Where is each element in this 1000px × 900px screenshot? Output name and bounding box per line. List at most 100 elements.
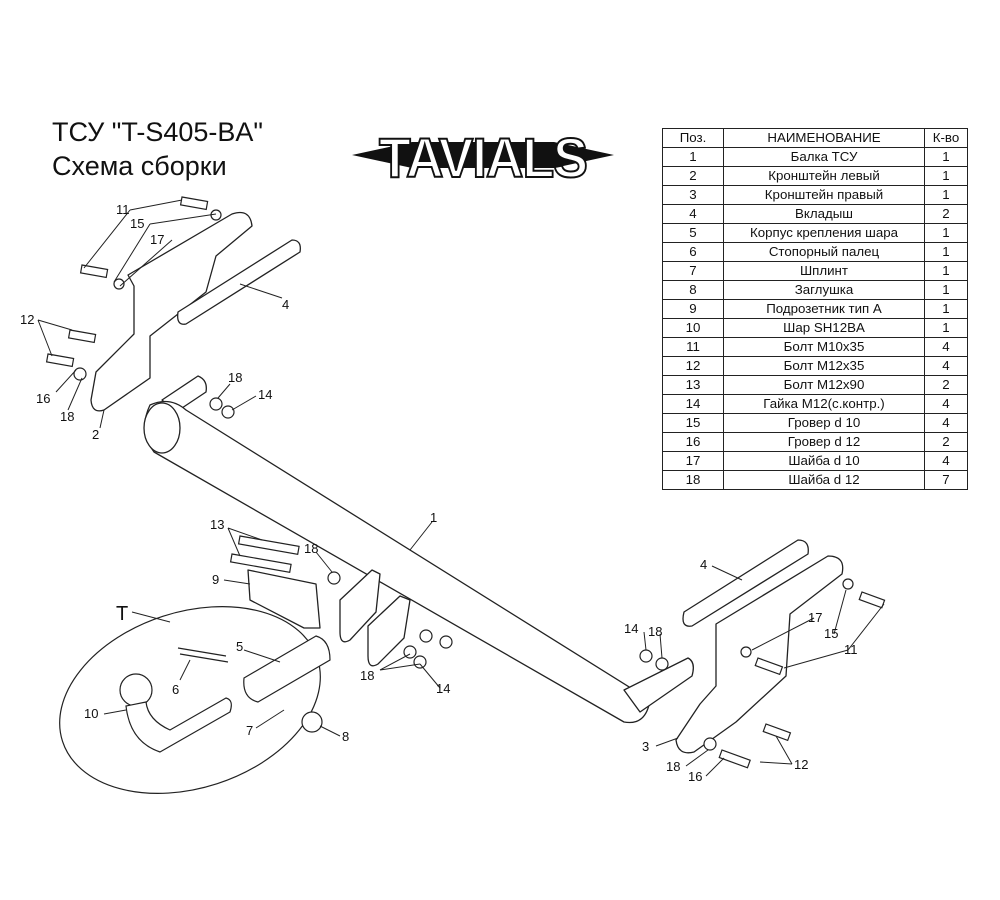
cell-pos: 10: [662, 318, 724, 338]
callout-18-left: 18: [60, 409, 74, 424]
socket-plate: [247, 569, 321, 629]
left-insert: [177, 239, 301, 325]
callout-18-socket: 18: [304, 541, 318, 556]
cell-pos: 15: [662, 413, 724, 433]
callout-13: 13: [210, 517, 224, 532]
cell-name: Заглушка: [723, 280, 925, 300]
cell-name: Гайка М12(с.контр.): [723, 394, 925, 414]
callout-12-left: 12: [20, 312, 34, 327]
cell-name: Балка ТСУ: [723, 147, 925, 167]
title-line-2: Схема сборки: [52, 151, 227, 181]
callout-6: 6: [172, 682, 179, 697]
cell-pos: 13: [662, 375, 724, 395]
header-name: НАИМЕНОВАНИЕ: [723, 128, 925, 148]
logo-text: TAVIALS: [379, 126, 587, 189]
callout-10: 10: [84, 706, 98, 721]
cell-name: Вкладыш: [723, 204, 925, 224]
cell-qty: 4: [924, 451, 968, 471]
cell-name: Кронштейн левый: [723, 166, 925, 186]
right-insert: [682, 539, 809, 627]
cell-name: Шайба d 12: [723, 470, 925, 490]
cell-pos: 8: [662, 280, 724, 300]
ballmount-bracket-b: [367, 595, 411, 667]
cell-pos: 11: [662, 337, 724, 357]
cell-qty: 1: [924, 242, 968, 262]
cell-qty: 1: [924, 166, 968, 186]
callout-17-left: 17: [150, 232, 164, 247]
callout-18-beam: 18: [228, 370, 242, 385]
callout-14-right: 14: [624, 621, 638, 636]
cell-pos: 18: [662, 470, 724, 490]
parts-table-header: Поз. НАИМЕНОВАНИЕ К-во: [662, 128, 968, 148]
cell-pos: 7: [662, 261, 724, 281]
callout-1: 1: [430, 510, 437, 525]
callout-9: 9: [212, 572, 219, 587]
callout-14-beam: 14: [258, 387, 272, 402]
left-bracket: [90, 211, 253, 412]
callout-16-left: 16: [36, 391, 50, 406]
cell-qty: 2: [924, 375, 968, 395]
cell-qty: 1: [924, 223, 968, 243]
cell-pos: 6: [662, 242, 724, 262]
cell-name: Болт М12х35: [723, 356, 925, 376]
cell-pos: 3: [662, 185, 724, 205]
callout-4-right: 4: [700, 557, 707, 572]
cell-pos: 4: [662, 204, 724, 224]
tavials-logo: TAVIALS: [352, 125, 614, 190]
cell-qty: 1: [924, 299, 968, 319]
cell-qty: 1: [924, 147, 968, 167]
cell-pos: 17: [662, 451, 724, 471]
cell-pos: 2: [662, 166, 724, 186]
cell-qty: 4: [924, 356, 968, 376]
cell-qty: 1: [924, 185, 968, 205]
cell-qty: 4: [924, 394, 968, 414]
ball-neck: [125, 697, 232, 753]
cell-name: Стопорный палец: [723, 242, 925, 262]
callout-18-bottom: 18: [666, 759, 680, 774]
cell-qty: 2: [924, 204, 968, 224]
main-beam: [144, 400, 651, 724]
cell-name: Кронштейн правый: [723, 185, 925, 205]
title-line-1: ТСУ "T-S405-BA": [52, 117, 263, 147]
callout-5: 5: [236, 639, 243, 654]
cell-pos: 1: [662, 147, 724, 167]
ball-housing: [243, 635, 331, 703]
cell-qty: 4: [924, 337, 968, 357]
callout-7: 7: [246, 723, 253, 738]
ballmount-bracket-a: [339, 569, 381, 643]
cell-pos: 14: [662, 394, 724, 414]
callout-2: 2: [92, 427, 99, 442]
cell-name: Шар SH12BA: [723, 318, 925, 338]
callout-14-mount: 14: [436, 681, 450, 696]
callout-3: 3: [642, 739, 649, 754]
cell-name: Корпус крепления шара: [723, 223, 925, 243]
callout-11-right: 11: [844, 642, 858, 657]
cell-name: Гровер d 10: [723, 413, 925, 433]
callout-16-bottom: 16: [688, 769, 702, 784]
header-pos: Поз.: [662, 128, 724, 148]
cell-pos: 9: [662, 299, 724, 319]
callout-12-bottom: 12: [794, 757, 808, 772]
callout-T: T: [116, 603, 128, 625]
cell-name: Гровер d 12: [723, 432, 925, 452]
callout-4-left: 4: [282, 297, 289, 312]
callout-17-right: 17: [808, 610, 822, 625]
callout-18-right: 18: [648, 624, 662, 639]
callout-8: 8: [342, 729, 349, 744]
cell-name: Подрозетник тип А: [723, 299, 925, 319]
cell-qty: 2: [924, 432, 968, 452]
